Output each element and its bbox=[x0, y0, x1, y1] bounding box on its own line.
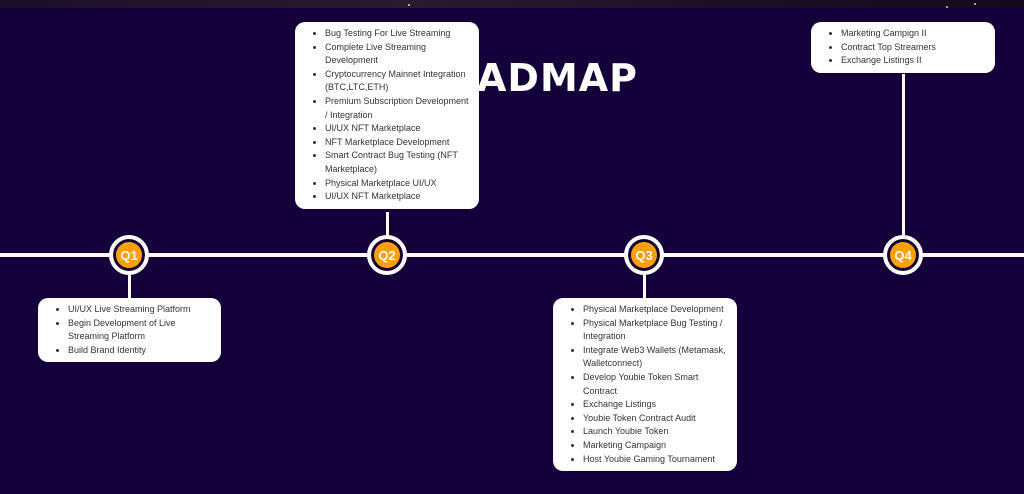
milestone-item: Physical Marketplace Development bbox=[583, 303, 729, 317]
milestone-item: Exchange Listings II bbox=[841, 54, 987, 68]
milestone-item: NFT Marketplace Development bbox=[325, 136, 471, 150]
milestone-list: Physical Marketplace Development Physica… bbox=[565, 303, 729, 466]
quarter-label: Q3 bbox=[635, 247, 653, 263]
q3-milestone-card: Physical Marketplace Development Physica… bbox=[553, 298, 737, 472]
quarter-node-q4[interactable]: Q4 bbox=[883, 235, 923, 275]
milestone-list: Marketing Campign II Contract Top Stream… bbox=[823, 27, 987, 68]
quarter-node-q1[interactable]: Q1 bbox=[109, 235, 149, 275]
q2-milestone-card: Bug Testing For Live Streaming Complete … bbox=[295, 22, 479, 209]
milestone-item: Begin Development of Live Streaming Plat… bbox=[68, 317, 213, 344]
q3-connector bbox=[643, 272, 646, 299]
roadmap-title: ADMAP bbox=[477, 56, 639, 100]
milestone-list: Bug Testing For Live Streaming Complete … bbox=[307, 27, 471, 204]
q4-connector bbox=[902, 74, 905, 237]
timeline-line bbox=[0, 253, 1024, 257]
milestone-item: Physical Marketplace Bug Testing / Integ… bbox=[583, 317, 729, 344]
milestone-item: Build Brand Identity bbox=[68, 344, 213, 358]
milestone-item: Youbie Token Contract Audit bbox=[583, 412, 729, 426]
milestone-item: Marketing Campign II bbox=[841, 27, 987, 41]
milestone-item: Complete Live Streaming Development bbox=[325, 41, 471, 68]
milestone-item: UI/UX NFT Marketplace bbox=[325, 122, 471, 136]
milestone-item: UI/UX NFT Marketplace bbox=[325, 190, 471, 204]
quarter-label: Q4 bbox=[894, 247, 912, 263]
star-decoration bbox=[408, 4, 410, 6]
q4-milestone-card: Marketing Campign II Contract Top Stream… bbox=[811, 22, 995, 73]
quarter-node-q3[interactable]: Q3 bbox=[624, 235, 664, 275]
q1-milestone-card: UI/UX Live Streaming Platform Begin Deve… bbox=[38, 298, 221, 363]
star-decoration bbox=[946, 6, 948, 8]
milestone-item: Integrate Web3 Wallets (Metamask, Wallet… bbox=[583, 344, 729, 371]
milestone-item: Premium Subscription Development / Integ… bbox=[325, 95, 471, 122]
milestone-item: Smart Contract Bug Testing (NFT Marketpl… bbox=[325, 149, 471, 176]
milestone-item: Develop Youbie Token Smart Contract bbox=[583, 371, 729, 398]
q2-connector bbox=[386, 212, 389, 236]
milestone-item: Host Youbie Gaming Tournament bbox=[583, 453, 729, 467]
milestone-item: UI/UX Live Streaming Platform bbox=[68, 303, 213, 317]
top-banner-strip bbox=[0, 0, 1024, 8]
milestone-item: Marketing Campaign bbox=[583, 439, 729, 453]
quarter-label: Q2 bbox=[378, 247, 396, 263]
milestone-item: Exchange Listings bbox=[583, 398, 729, 412]
milestone-item: Cryptocurrency Mainnet Integration (BTC,… bbox=[325, 68, 471, 95]
milestone-item: Contract Top Streamers bbox=[841, 41, 987, 55]
star-decoration bbox=[974, 3, 976, 5]
milestone-item: Physical Marketplace UI/UX bbox=[325, 177, 471, 191]
quarter-label: Q1 bbox=[120, 247, 138, 263]
q1-connector bbox=[128, 272, 131, 299]
milestone-item: Launch Youbie Token bbox=[583, 425, 729, 439]
milestone-item: Bug Testing For Live Streaming bbox=[325, 27, 471, 41]
quarter-node-q2[interactable]: Q2 bbox=[367, 235, 407, 275]
milestone-list: UI/UX Live Streaming Platform Begin Deve… bbox=[50, 303, 213, 357]
